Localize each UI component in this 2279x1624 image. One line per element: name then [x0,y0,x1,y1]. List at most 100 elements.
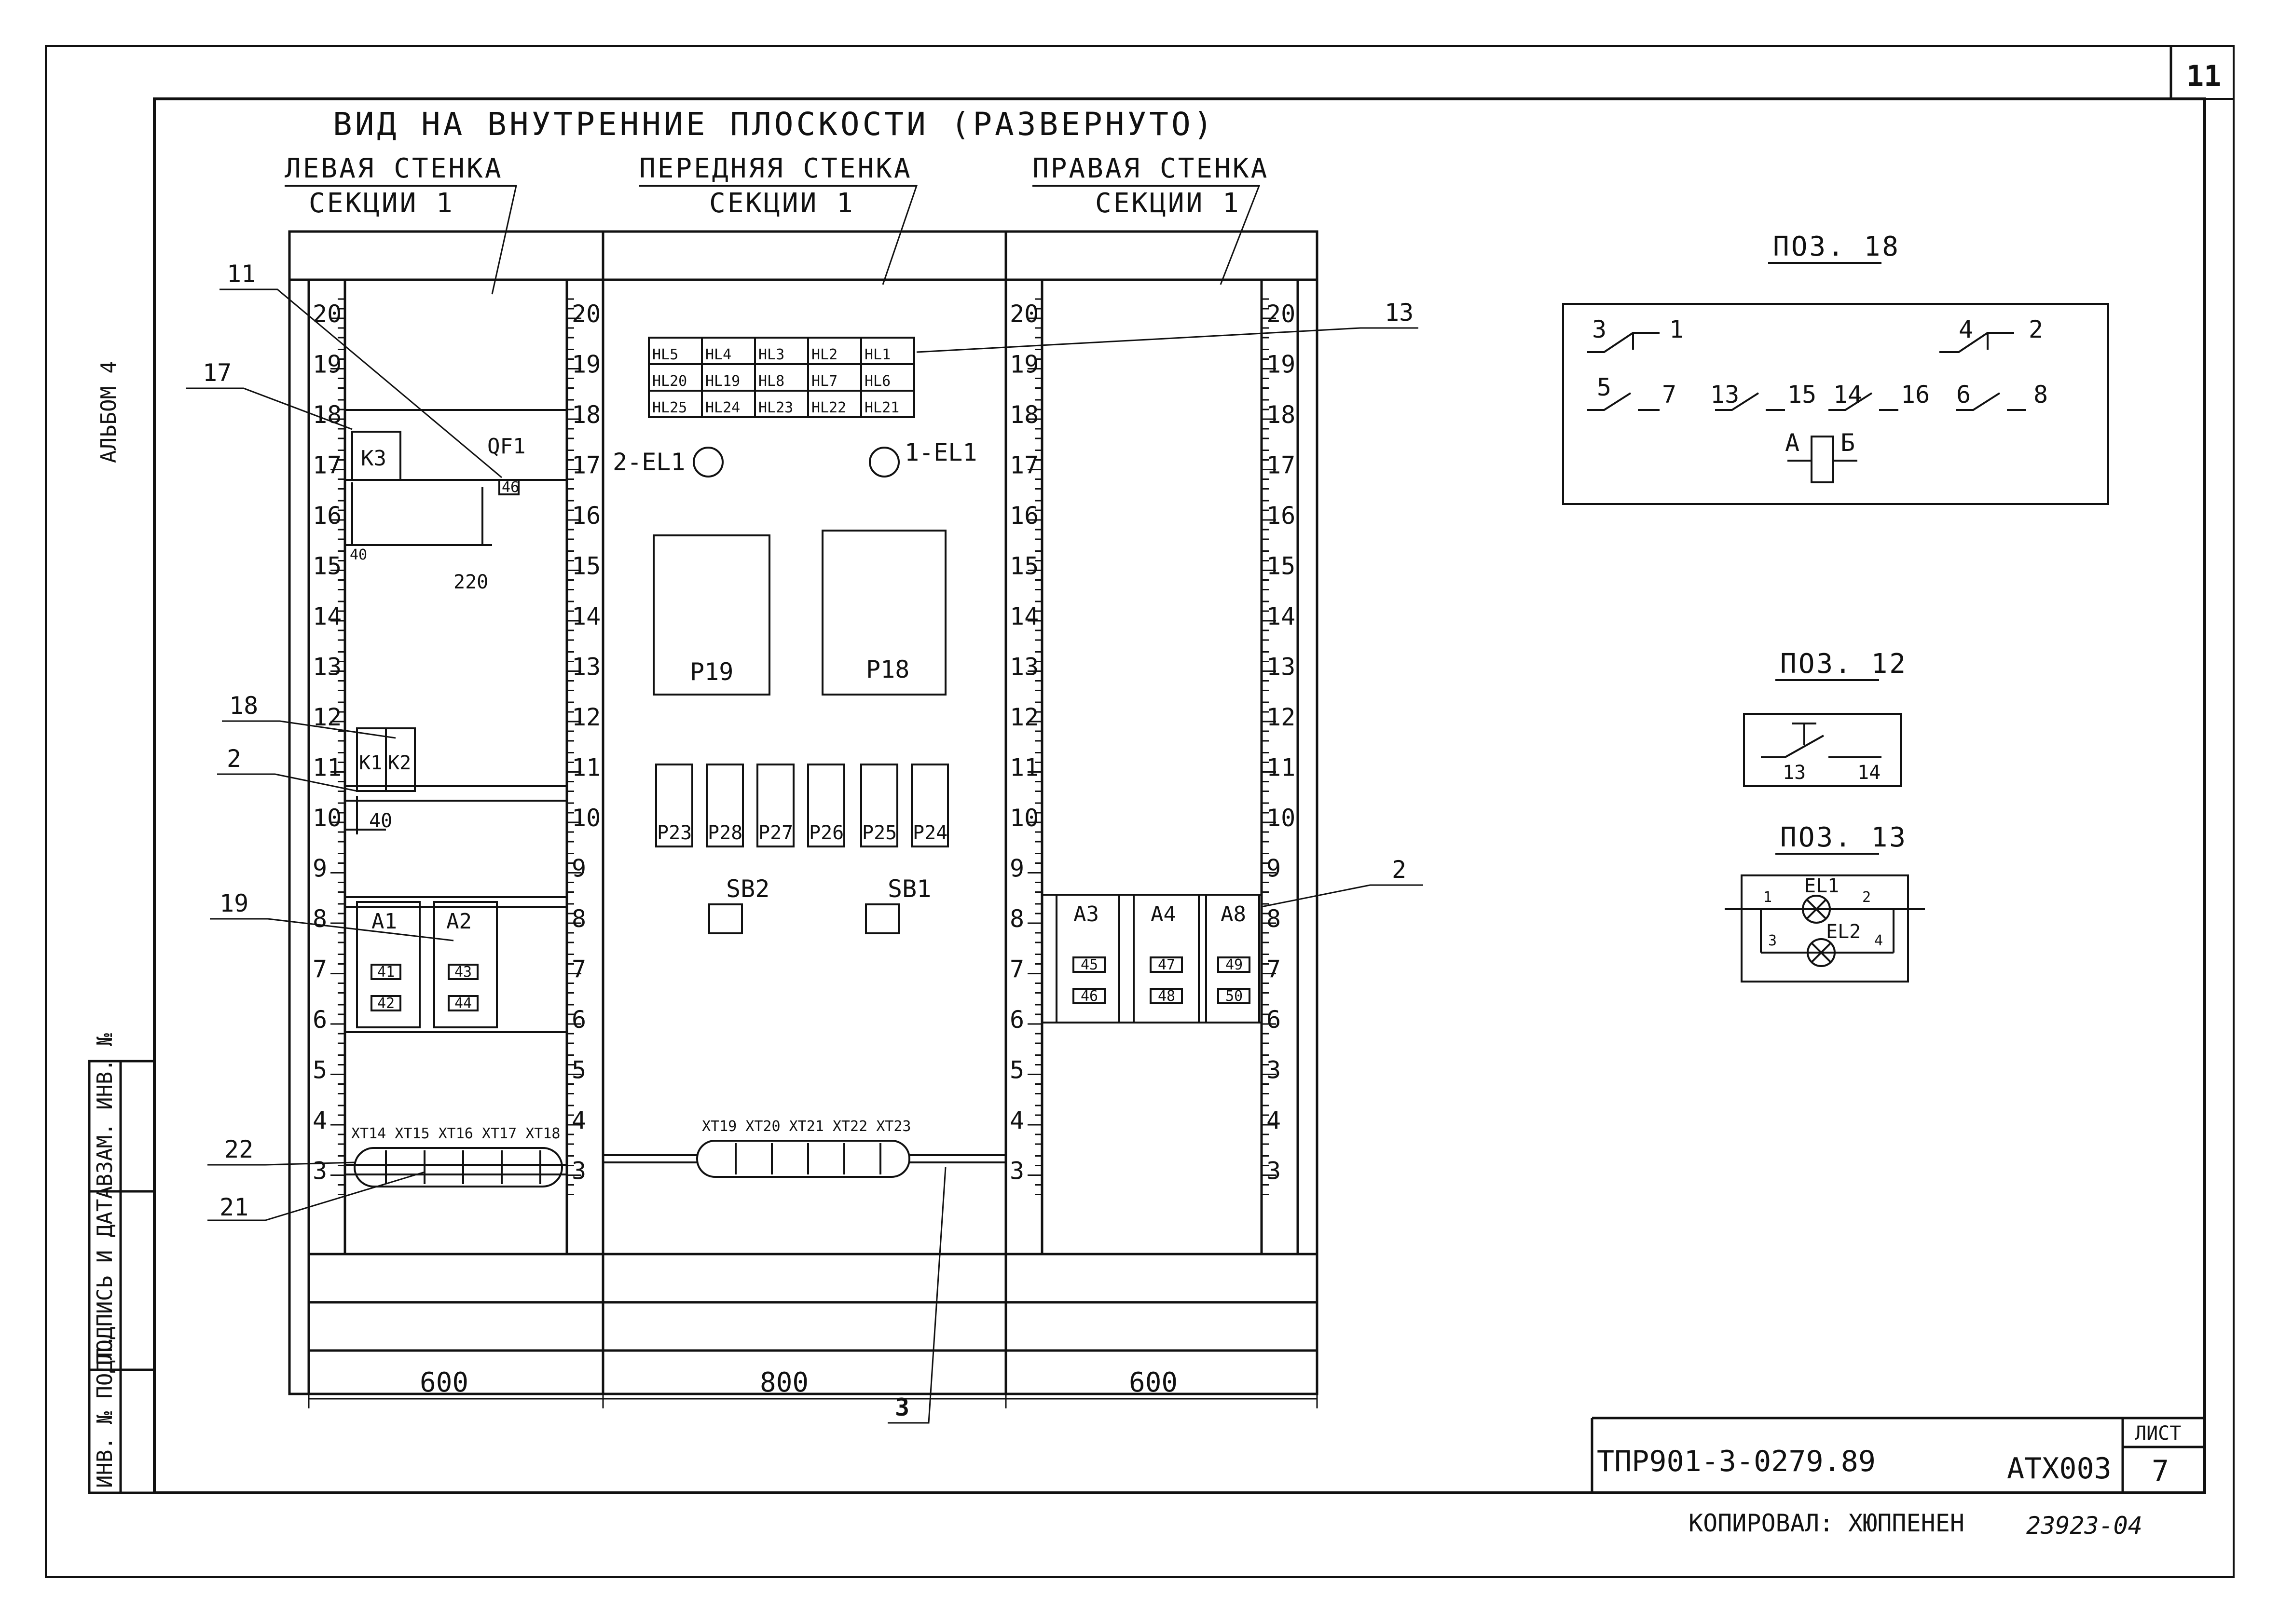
dim-220: 220 [453,571,488,593]
ruler-tick-label: 7 [572,955,586,983]
right-wall-subheading: СЕКЦИИ 1 [1095,188,1241,219]
ruler-tick-label: 16 [572,502,601,530]
ruler-tick-label: 8 [313,905,327,933]
ruler-tick-label: 18 [313,401,342,429]
lamp-2-el1-label: 2-EL1 [613,448,686,476]
pos13-lamp-el1: EL1 [1804,875,1839,897]
a1-tag-2: 42 [377,995,395,1012]
ruler-tick-label: 3 [1266,1157,1281,1185]
ruler-tick-label: 10 [572,804,601,832]
ruler-tick-label: 10 [1266,804,1295,832]
a4-label: A4 [1151,902,1176,927]
right-wall-heading: ПРАВАЯ СТЕНКА [1032,153,1269,184]
a3-tag-2: 46 [1081,988,1098,1005]
ruler-tick-label: 17 [313,451,342,479]
pos18-contact-label: 15 [1787,381,1816,409]
ruler-tick-label: 12 [1010,703,1039,731]
ruler-tick-label: 19 [572,351,601,379]
ruler-tick-label: 15 [1266,552,1295,580]
a2-tag-1: 43 [454,964,472,981]
left-wall-devices [345,409,567,1187]
callout-13: 13 [1385,299,1414,327]
pos13-contact-4: 4 [1874,932,1883,949]
ruler-tick-label: 12 [1266,703,1295,731]
cabinet-outline [288,230,1318,1395]
ruler-tick-label: 9 [1266,855,1281,883]
copied-by: КОПИРОВАЛ: ХЮППЕНЕН [1689,1509,1964,1537]
ruler-tick-label: 11 [313,754,342,782]
ruler-tick-label: 9 [572,855,586,883]
ruler-tick-label: 3 [1266,1056,1281,1084]
ruler-tick-label: 8 [1010,905,1024,933]
a4-tag-2: 48 [1158,988,1175,1005]
a8-tag-2: 50 [1225,988,1243,1005]
front-wall-heading: ПЕРЕДНЯЯ СТЕНКА [639,153,912,184]
ruler-tick-label: 5 [572,1056,586,1084]
front-terminals-label: XT19 XT20 XT21 XT22 XT23 [702,1118,911,1135]
pos18-coil-label: А [1785,429,1799,457]
ruler-tick-label: 13 [572,653,601,681]
ruler-tick-label: 7 [1266,955,1281,983]
side-stamp [88,1060,156,1494]
pos13-contact-3: 3 [1768,932,1777,949]
ruler-tick-label: 11 [572,754,601,782]
ruler-tick-label: 9 [313,855,327,883]
pos13-lamp-el2: EL2 [1826,921,1861,943]
ruler-tick-label: 5 [313,1056,327,1084]
ruler-tick-label: 4 [572,1106,586,1134]
pos13-title: ПОЗ. 13 [1780,822,1908,853]
ruler-tick-label: 10 [1010,804,1039,832]
ruler-tick-label: 15 [313,552,342,580]
dim-right-600: 600 [1129,1367,1178,1398]
callout-19: 19 [220,889,248,917]
pos18-contact-label: 7 [1662,381,1676,409]
a8-label: A8 [1221,902,1246,927]
hl-lamp-label: HL23 [758,399,793,416]
hl-lamp-label: HL8 [758,373,784,390]
relay-label: P23 [657,822,692,844]
hl-lamp-label: HL1 [865,346,891,363]
ruler-tick-label: 12 [572,703,601,731]
pos18-contact-label: 4 [1959,315,1973,343]
ruler-tick-label: 4 [313,1106,327,1134]
pos18-contact-label: 16 [1901,381,1930,409]
left-terminals-label: XT14 XT15 XT16 XT17 XT18 [351,1125,560,1142]
ruler-tick-label: 11 [1266,754,1295,782]
a3-label: A3 [1073,902,1099,927]
ruler-tick-label: 20 [1010,300,1039,328]
title-block-code: ТПР901-3-0279.89 [1597,1445,1876,1478]
a1-tag-1: 41 [377,964,395,981]
ruler-tick-label: 19 [1266,351,1295,379]
callout-leaders [186,288,1423,1424]
a2-label: A2 [446,909,472,934]
a2-tag-2: 44 [454,995,472,1012]
ruler-tick-label: 14 [572,602,601,630]
dim-40-top: 40 [350,546,367,563]
album-label: АЛЬБОМ 4 [96,361,121,463]
pos12-contact-13: 13 [1783,762,1806,784]
ruler-tick-label: 16 [313,502,342,530]
pos18-contact-label: 13 [1710,381,1739,409]
pos18-contact-label: 3 [1592,315,1606,343]
hl-lamp-label: HL22 [811,399,846,416]
ruler-tick-label: 16 [1010,502,1039,530]
callout-18: 18 [229,692,258,720]
ruler-tick-label: 5 [1010,1056,1024,1084]
hl-lamp-label: HL21 [865,399,899,416]
pos12-contact-14: 14 [1857,762,1881,784]
ruler-tick-label: 6 [1266,1006,1281,1034]
callout-3: 3 [895,1393,909,1421]
ruler-tick-label: 4 [1010,1106,1024,1134]
ruler-tick-label: 17 [1266,451,1295,479]
pos18-contact-label: 2 [2029,315,2043,343]
callout-11: 11 [227,260,256,288]
pos12-title: ПОЗ. 12 [1780,648,1908,680]
ruler-tick-label: 14 [1266,602,1295,630]
hl-lamp-label: HL6 [865,373,891,390]
